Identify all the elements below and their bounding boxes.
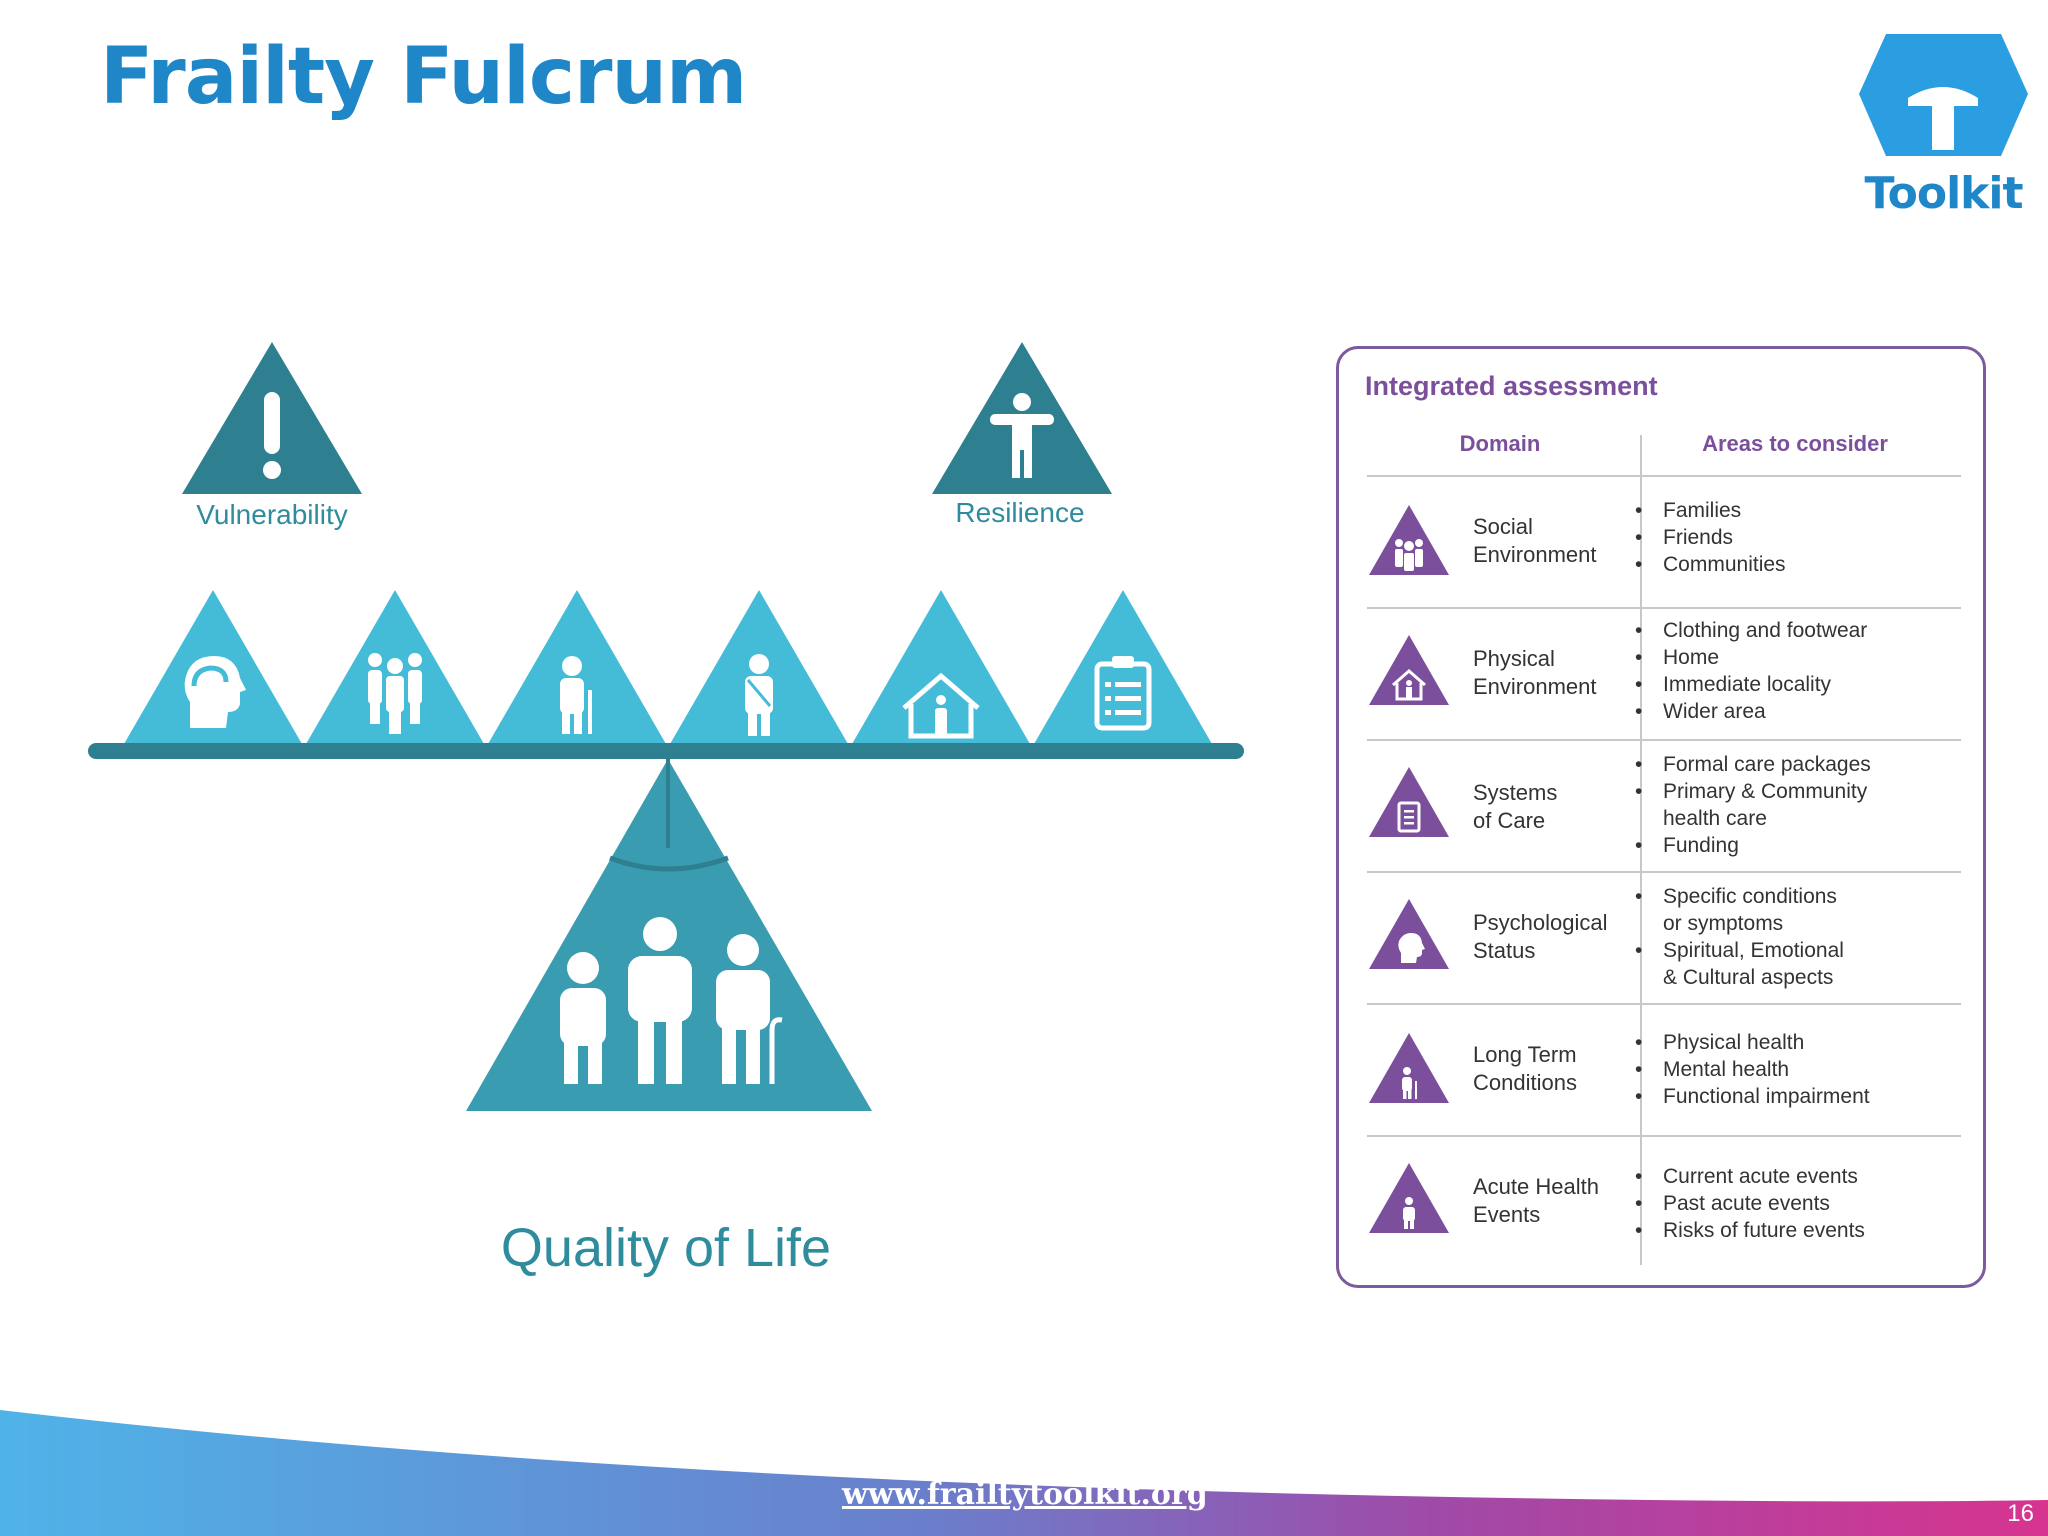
area-item: Current acute events <box>1635 1163 1963 1190</box>
area-item: Spiritual, Emotional & Cultural aspects <box>1635 937 1963 991</box>
area-item: Past acute events <box>1635 1190 1963 1217</box>
row-areas: Families Friends Communities <box>1635 497 1963 578</box>
area-item: Immediate locality <box>1635 671 1963 698</box>
row-domain: Physical Environment <box>1473 646 1597 699</box>
slide-title: Frailty Fulcrum <box>100 32 747 122</box>
logo-text: Toolkit <box>1864 168 2023 219</box>
area-item: Formal care packages <box>1635 751 1963 778</box>
head-icon <box>1369 899 1449 969</box>
table-row: Psychological Status Specific conditions… <box>1367 873 1961 1003</box>
injured-person-icon <box>1369 1163 1449 1233</box>
row-divider <box>1367 1003 1961 1005</box>
house-person-icon <box>1369 635 1449 705</box>
footer-url-link[interactable]: www.frailtytoolkit.org <box>842 1477 1208 1512</box>
elderly-person-icon <box>1369 1033 1449 1103</box>
area-item: Wider area <box>1635 698 1963 725</box>
domain-column-header: Domain <box>1459 431 1541 456</box>
footer-banner <box>0 1410 2048 1536</box>
vulnerability-icon <box>182 342 362 494</box>
injured-person-icon <box>745 654 773 736</box>
table-row: Acute Health Events Current acute events… <box>1367 1137 1961 1267</box>
fulcrum-beam <box>88 743 1244 759</box>
group-icon <box>368 653 422 734</box>
row-areas: Current acute events Past acute events R… <box>1635 1163 1963 1244</box>
area-item: Families <box>1635 497 1963 524</box>
quality-of-life-label: Quality of Life <box>501 1218 831 1278</box>
resilience-label: Resilience <box>955 497 1084 528</box>
group-icon <box>1369 505 1449 575</box>
house-person-icon <box>902 672 980 739</box>
row-divider <box>1367 739 1961 741</box>
area-item: Friends <box>1635 524 1963 551</box>
area-item: Communities <box>1635 551 1963 578</box>
areas-column-header: Areas to consider <box>1702 431 1888 456</box>
resilience-icon <box>932 342 1112 494</box>
row-divider <box>1367 475 1961 477</box>
area-item: Mental health <box>1635 1056 1963 1083</box>
toolkit-logo <box>1859 34 2028 156</box>
row-divider <box>1367 1135 1961 1137</box>
beam-triangles <box>124 590 1212 744</box>
row-divider <box>1367 607 1961 609</box>
row-domain: Systems of Care <box>1473 780 1558 833</box>
row-areas: Physical health Mental health Functional… <box>1635 1029 1963 1110</box>
area-item: Physical health <box>1635 1029 1963 1056</box>
area-item: Risks of future events <box>1635 1217 1963 1244</box>
integrated-assessment-panel: Integrated assessment Domain Areas to co… <box>1336 346 1986 1288</box>
table-row: Physical Environment Clothing and footwe… <box>1367 609 1961 739</box>
row-areas: Specific conditions or symptoms Spiritua… <box>1635 883 1963 991</box>
row-domain: Long Term Conditions <box>1473 1042 1577 1095</box>
row-areas: Formal care packages Primary & Community… <box>1635 751 1963 859</box>
people-icon <box>560 917 783 1084</box>
clipboard-icon <box>1094 656 1152 731</box>
area-item: Clothing and footwear <box>1635 617 1963 644</box>
elderly-person-icon <box>560 656 592 734</box>
vulnerability-label: Vulnerability <box>196 499 347 530</box>
head-icon <box>184 656 246 728</box>
table-row: Social Environment Families Friends Comm… <box>1367 477 1961 607</box>
row-areas: Clothing and footwear Home Immediate loc… <box>1635 617 1963 725</box>
table-row: Systems of Care Formal care packages Pri… <box>1367 741 1961 871</box>
row-domain: Psychological Status <box>1473 910 1608 963</box>
panel-title: Integrated assessment <box>1365 371 1658 401</box>
row-domain: Acute Health Events <box>1473 1174 1599 1227</box>
page-number: 16 <box>2007 1500 2034 1527</box>
row-divider <box>1367 871 1961 873</box>
area-item: Home <box>1635 644 1963 671</box>
area-item: Functional impairment <box>1635 1083 1963 1110</box>
area-item: Primary & Community health care <box>1635 778 1963 832</box>
table-row: Long Term Conditions Physical health Men… <box>1367 1005 1961 1135</box>
row-domain: Social Environment <box>1473 514 1597 567</box>
area-item: Specific conditions or symptoms <box>1635 883 1963 937</box>
clipboard-icon <box>1369 767 1449 837</box>
area-item: Funding <box>1635 832 1963 859</box>
